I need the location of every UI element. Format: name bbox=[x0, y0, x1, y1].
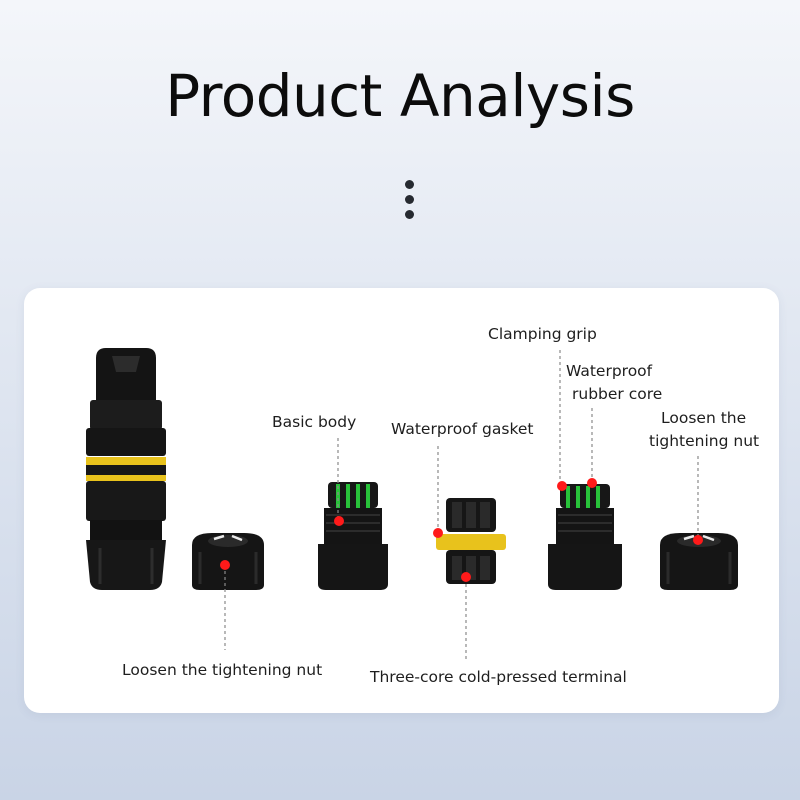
yellow-gasket bbox=[436, 534, 506, 550]
label-loosen-nut-right-line2: tightening nut bbox=[649, 432, 760, 450]
label-waterproof-gasket: Waterproof gasket bbox=[391, 420, 534, 438]
right-nut bbox=[660, 533, 738, 590]
page-title: Product Analysis bbox=[165, 62, 635, 130]
marker-points bbox=[220, 478, 703, 582]
label-clamping-grip: Clamping grip bbox=[488, 325, 597, 343]
marker-dot bbox=[220, 560, 230, 570]
yellow-ring bbox=[86, 475, 166, 481]
label-rubber-core-line2: rubber core bbox=[572, 385, 663, 403]
label-terminal: Three-core cold-pressed terminal bbox=[370, 668, 627, 686]
dot-icon bbox=[405, 195, 414, 204]
label-basic-body: Basic body bbox=[272, 413, 357, 431]
marker-dot bbox=[461, 572, 471, 582]
leader-lines bbox=[224, 350, 699, 660]
assembled-connector bbox=[86, 348, 166, 590]
dot-icon bbox=[405, 180, 414, 189]
marker-dot bbox=[557, 481, 567, 491]
marker-dot bbox=[693, 535, 703, 545]
label-loosen-nut-right-line1: Loosen the bbox=[661, 409, 747, 427]
marker-dot bbox=[433, 528, 443, 538]
separator-dots bbox=[405, 180, 415, 225]
basic-body bbox=[318, 482, 388, 590]
gasket-part bbox=[436, 498, 506, 584]
label-loosen-nut-left: Loosen the tightening nut bbox=[122, 661, 323, 679]
clamping-grip-part bbox=[548, 484, 622, 590]
marker-dot bbox=[587, 478, 597, 488]
label-rubber-core-line1: Waterproof bbox=[566, 362, 653, 380]
marker-dot bbox=[334, 516, 344, 526]
yellow-ring bbox=[86, 457, 166, 465]
dot-icon bbox=[405, 210, 414, 219]
